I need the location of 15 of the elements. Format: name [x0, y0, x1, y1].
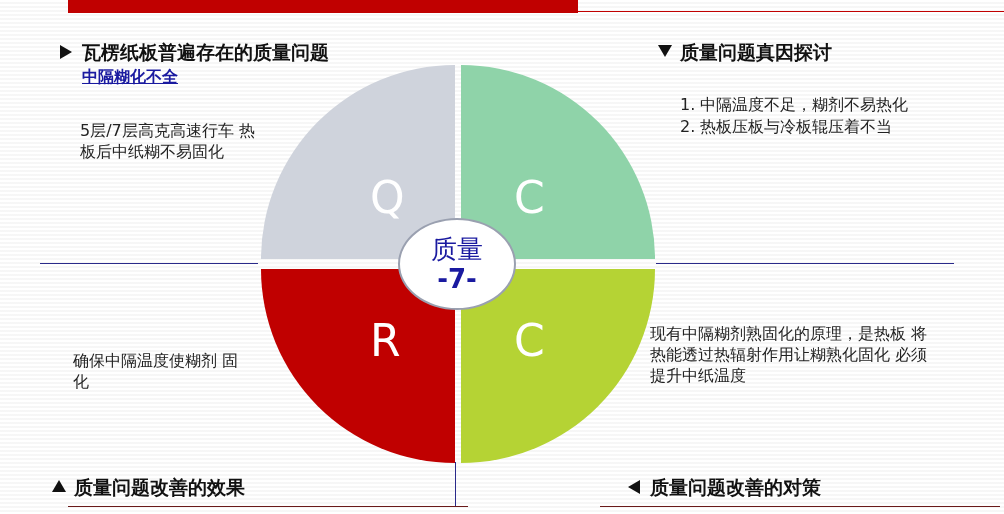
problem-subheading: 中隔糊化不全	[82, 67, 178, 88]
body-text: 2. 热板压板与冷板辊压着不当	[680, 116, 894, 137]
body-text: 5层/7层高克高速行车 热板后中纸糊不易固化	[80, 120, 256, 162]
quadrant-letter: C	[514, 172, 545, 223]
body-text: 确保中隔温度使糊剂 固化	[73, 350, 240, 392]
section-heading: 质量问题改善的效果	[74, 475, 245, 500]
body-text: 1. 中隔温度不足，糊剂不易热化	[680, 94, 910, 115]
center-number: -7-	[437, 264, 477, 294]
section-heading: 质量问题真因探讨	[680, 40, 832, 65]
section-heading: 质量问题改善的对策	[650, 475, 821, 500]
quadrant-letter: R	[370, 315, 401, 366]
body-text: 现有中隔糊剂熟固化的原理，是热板 将热能透过热辐射作用让糊熟化固化 必须提升中纸温度	[650, 323, 929, 386]
quadrant-letter: C	[514, 315, 545, 366]
center-title: 质量	[431, 234, 483, 264]
section-heading: 瓦楞纸板普遍存在的质量问题	[82, 40, 329, 65]
